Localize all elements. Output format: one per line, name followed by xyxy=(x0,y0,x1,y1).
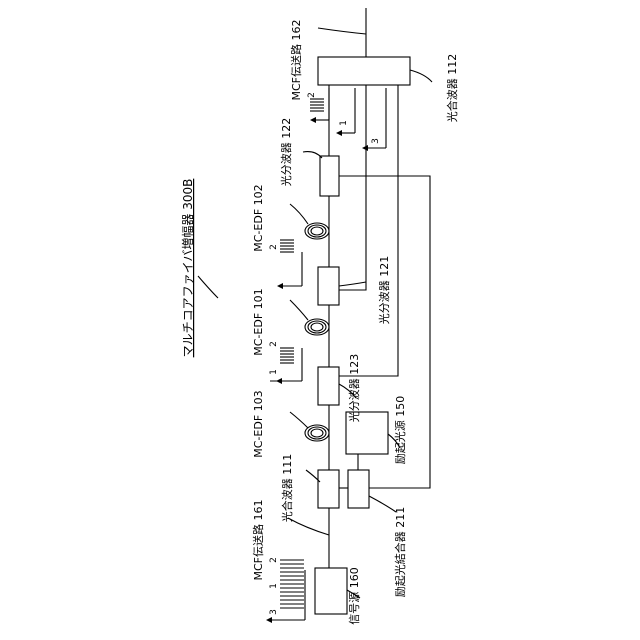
ch-label-edf101-2: 2 xyxy=(269,341,279,347)
splitter-122-box xyxy=(320,156,339,196)
label-pump-source: 励起光源 150 xyxy=(393,396,407,465)
label-combiner112: 光合波器 112 xyxy=(445,54,459,123)
ch-label-top-3: 3 xyxy=(371,138,381,144)
label-mcf161: MCF伝送路 161 xyxy=(251,500,265,581)
label-edf101: MC-EDF 101 xyxy=(252,288,265,355)
leader-splitter121 xyxy=(339,282,366,286)
combiner-112-box xyxy=(318,57,410,85)
ch2-arrow-edf101 xyxy=(276,348,302,384)
ch-label-signal-2: 2 xyxy=(269,557,279,563)
label-splitter122: 光分波器 122 xyxy=(279,118,293,187)
spectrum-edf101 xyxy=(280,348,294,363)
combiner-111-box xyxy=(318,470,339,508)
label-signal-source: 信号源 160 xyxy=(347,567,361,625)
diagram-title: マルチコアファイバ増幅器 300B xyxy=(180,179,195,358)
leader-edf101 xyxy=(290,300,308,320)
label-splitter121: 光分波器 121 xyxy=(377,256,391,325)
spectrum-edf102 xyxy=(280,240,294,252)
ch-label-top-2: 2 xyxy=(307,92,317,98)
label-pump-coupler: 励起光結合器 211 xyxy=(393,507,407,598)
ch-label-top-1: 1 xyxy=(339,120,349,126)
ch1-arrow-top xyxy=(336,88,355,136)
ch-label-signal-1: 1 xyxy=(269,583,279,589)
ch-label-edf102-2: 2 xyxy=(269,244,279,250)
edf-102-coil xyxy=(305,223,329,239)
leader-splitter122 xyxy=(303,152,322,158)
ch-label-signal-3: 3 xyxy=(269,609,279,615)
leader-mcf162 xyxy=(318,28,366,34)
signal-source-box xyxy=(315,568,347,614)
spectrum-signal xyxy=(280,560,304,608)
edf-103-coil xyxy=(305,425,329,441)
label-combiner111: 光合波器 111 xyxy=(280,454,294,523)
leader-mcf161 xyxy=(288,518,329,535)
title-leader xyxy=(198,276,218,298)
leader-combiner112 xyxy=(410,70,432,82)
leader-edf102 xyxy=(290,204,308,224)
branch-123-line xyxy=(339,85,398,376)
ch2-arrow-edf102 xyxy=(277,252,302,289)
edf-101-coil xyxy=(305,319,329,335)
pump-coupler-box xyxy=(348,470,369,508)
ch-label-edf101-1: 1 xyxy=(269,369,279,375)
splitter-121-box xyxy=(318,267,339,305)
branch-121-line xyxy=(339,85,366,290)
leader-pump-coupler xyxy=(369,496,396,512)
label-edf102: MC-EDF 102 xyxy=(252,184,265,251)
splitter-123-box xyxy=(318,367,339,405)
label-splitter123: 光分波器 123 xyxy=(347,354,361,423)
label-edf103: MC-EDF 103 xyxy=(252,390,265,457)
leader-edf103 xyxy=(290,412,308,428)
label-mcf162: MCF伝送路 162 xyxy=(289,20,303,101)
spectrum-top xyxy=(310,99,324,111)
